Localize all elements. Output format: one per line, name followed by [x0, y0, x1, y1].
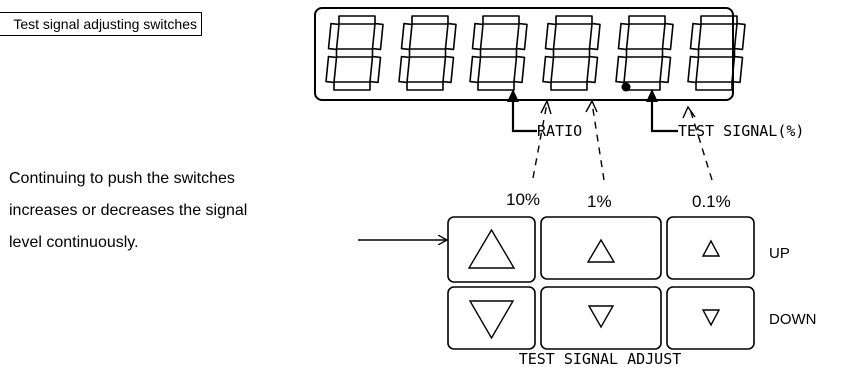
segment	[400, 22, 413, 51]
segment	[444, 22, 457, 51]
ratio-label: RATIO	[537, 122, 582, 140]
segment	[371, 22, 384, 51]
up-10-button[interactable]	[447, 216, 536, 283]
step-01-arrow	[682, 105, 696, 119]
segment	[411, 15, 449, 25]
digit-2	[398, 15, 457, 91]
ratio-pointer-line	[511, 93, 537, 133]
segment	[542, 55, 555, 84]
segment	[513, 55, 526, 84]
step-01-dashed-line	[689, 108, 713, 181]
digit-1	[325, 15, 384, 91]
diagram-caption: Test signal adjusting switches	[0, 12, 202, 36]
step-10-arrow	[540, 99, 552, 115]
description-line-3: level continuously.	[9, 234, 139, 251]
digit-4	[542, 15, 601, 91]
down-1-button[interactable]	[540, 286, 662, 350]
segment	[731, 55, 744, 84]
step-1-arrow	[585, 99, 598, 113]
segment	[442, 55, 455, 84]
test-signal-label: TEST SIGNAL(%)	[678, 122, 804, 140]
segment	[515, 22, 528, 51]
segment	[338, 15, 376, 25]
down-10-button[interactable]	[447, 286, 536, 350]
up-1-button[interactable]	[540, 216, 662, 280]
adjust-label: TEST SIGNAL ADJUST	[519, 350, 682, 367]
ratio-pointer-arrow	[507, 89, 519, 102]
segment	[369, 55, 382, 84]
segment	[733, 22, 746, 51]
segment	[327, 22, 340, 51]
down-01-button[interactable]	[666, 286, 755, 350]
down-triangle-icon	[587, 305, 615, 329]
segment	[659, 55, 672, 84]
up-01-button[interactable]	[666, 216, 755, 280]
test-signal-pointer-arrow	[646, 89, 658, 102]
digit-3	[469, 15, 528, 91]
segment	[471, 22, 484, 51]
up-triangle-icon	[701, 239, 721, 257]
description-text: Continuing to push the switches increase…	[9, 163, 247, 259]
up-label: UP	[769, 245, 790, 262]
step-10-label: 10%	[506, 190, 540, 209]
segment	[687, 55, 700, 84]
digit-6	[687, 15, 746, 91]
segment	[586, 55, 599, 84]
up-triangle-icon	[586, 238, 616, 263]
segment	[325, 55, 338, 84]
segment	[555, 15, 593, 25]
down-triangle-icon	[468, 300, 515, 340]
down-label: DOWN	[769, 311, 817, 328]
step-10-dashed-line	[532, 102, 548, 179]
seven-segment-digits	[325, 15, 746, 91]
segment	[469, 55, 482, 84]
step-01-label: 0.1%	[692, 192, 731, 211]
button-panel	[447, 216, 755, 350]
segment	[615, 55, 628, 84]
segment	[617, 22, 630, 51]
up-triangle-icon	[467, 228, 516, 269]
step-1-label: 1%	[587, 192, 612, 211]
segment	[700, 15, 738, 25]
segment	[482, 15, 520, 25]
step-1-dashed-line	[591, 102, 605, 181]
test-signal-pointer-line	[650, 93, 678, 133]
decimal-point	[621, 82, 631, 92]
digit-5	[615, 15, 674, 91]
segment	[628, 15, 666, 25]
segment	[588, 22, 601, 51]
led-display-window	[314, 7, 734, 101]
description-line-2: increases or decreases the signal	[9, 202, 248, 219]
segment	[661, 22, 674, 51]
description-line-1: Continuing to push the switches	[9, 170, 235, 187]
segment	[689, 22, 702, 51]
segment	[544, 22, 557, 51]
segment	[398, 55, 411, 84]
down-triangle-icon	[701, 309, 721, 327]
caption-text: Test signal adjusting switches	[13, 16, 197, 32]
